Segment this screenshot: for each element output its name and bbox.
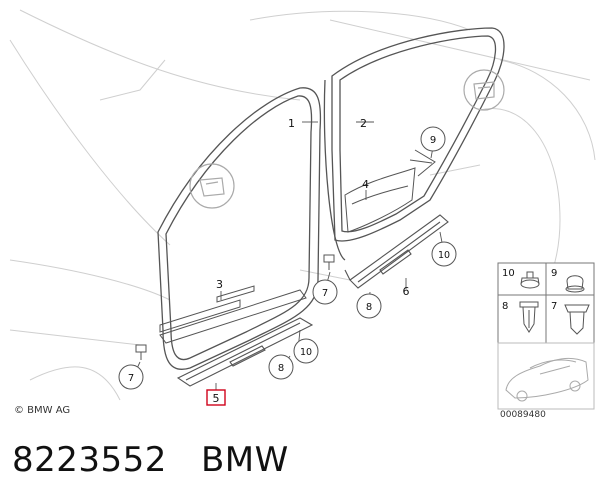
sill-clips: [135, 254, 335, 360]
svg-text:6: 6: [403, 285, 410, 298]
expanding-clip-icon: [519, 301, 539, 333]
svg-text:7: 7: [128, 373, 134, 384]
svg-text:7: 7: [322, 288, 328, 299]
plastic-nut-icon: [564, 304, 590, 335]
svg-text:1: 1: [288, 117, 295, 130]
callout-1: 1: [288, 117, 295, 130]
svg-text:8: 8: [366, 302, 372, 313]
callout-7-front: 7: [118, 364, 144, 390]
callout-3: 3: [216, 278, 223, 291]
svg-text:9: 9: [430, 135, 436, 146]
callout-4: 4: [362, 178, 369, 191]
car-body-outline: [9, 9, 596, 401]
leader-lines: [132, 121, 445, 390]
callout-10-rear: 10: [431, 241, 457, 267]
svg-text:10: 10: [438, 250, 450, 261]
svg-text:4: 4: [362, 178, 369, 191]
part-caption: 8223552 BMW: [12, 440, 289, 480]
svg-text:9: 9: [551, 268, 557, 279]
svg-text:8: 8: [502, 301, 508, 312]
copyright-label: © BMW AG: [14, 405, 71, 416]
car-thumbnail: [497, 342, 595, 410]
rear-door-seal: [323, 27, 505, 261]
callout-5: 5: [206, 389, 226, 406]
parts-diagram: 1 2 3 4 5 6 7 7 8 8 9 10 10: [9, 9, 596, 410]
detail-circle-front: [189, 163, 235, 209]
svg-text:5: 5: [213, 392, 220, 405]
svg-text:10: 10: [300, 347, 312, 358]
svg-text:7: 7: [551, 301, 557, 312]
front-door-seal: [157, 87, 322, 370]
rear-entrance-cover: [344, 214, 449, 289]
callout-6: 6: [403, 285, 410, 298]
callout-8-rear: 8: [356, 293, 382, 319]
part-number: 8223552: [12, 440, 167, 480]
svg-text:8: 8: [278, 363, 284, 374]
detail-circle-rear: [463, 69, 505, 111]
brand-name: BMW: [200, 440, 289, 480]
callout-10-front: 10: [293, 338, 319, 364]
callout-8-front: 8: [268, 354, 294, 380]
cap-nut-icon: [565, 275, 585, 293]
nut-icon: [520, 271, 540, 289]
svg-text:10: 10: [502, 268, 515, 279]
callout-9: 9: [420, 126, 446, 152]
fastener-legend: 10 9 8 7: [497, 262, 595, 344]
document-number: 00089480: [500, 410, 546, 420]
front-entrance-cover: [176, 317, 314, 387]
svg-text:3: 3: [216, 278, 223, 291]
callout-2: 2: [360, 117, 367, 130]
front-sill-strip: [159, 285, 307, 344]
svg-text:2: 2: [360, 117, 367, 130]
callout-7-rear: 7: [312, 279, 338, 305]
b-pillar-trim: [344, 149, 436, 233]
